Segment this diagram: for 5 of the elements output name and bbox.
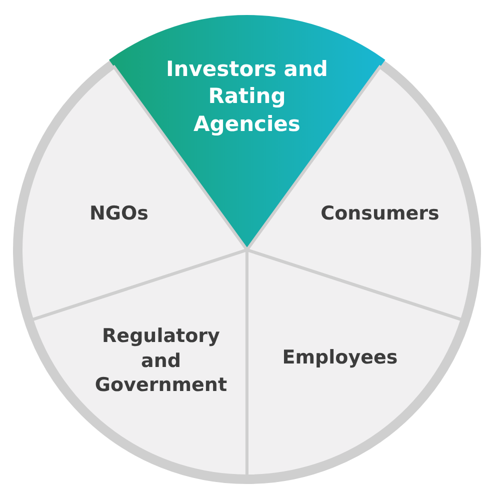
- segment-label: Consumers: [320, 202, 440, 226]
- segment-label: Regulatory and Government: [94, 324, 228, 398]
- segment-label: Investors and Rating Agencies: [164, 56, 329, 138]
- segment-label: Employees: [281, 346, 399, 370]
- segment-label: NGOs: [88, 202, 150, 226]
